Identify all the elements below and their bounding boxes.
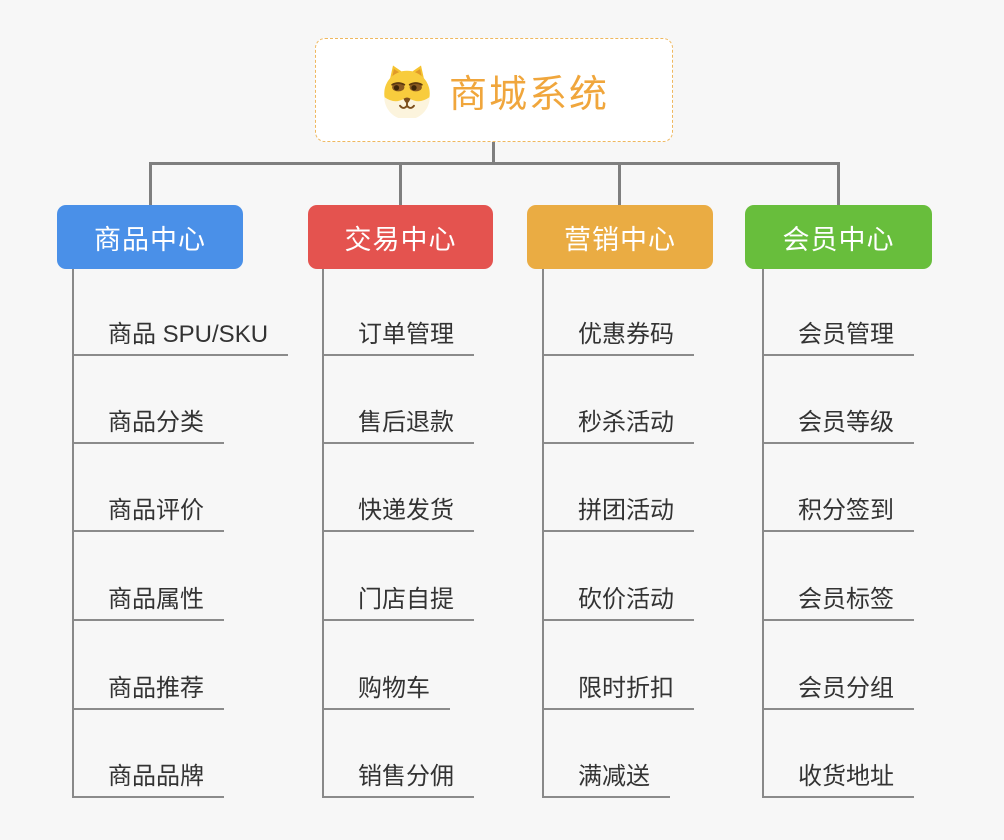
- connector-horizontal-spine: [149, 162, 840, 165]
- connector-stub-member-center: [837, 162, 840, 205]
- branch-label: 会员中心: [782, 224, 895, 255]
- leaf-node[interactable]: 售后退款: [324, 406, 474, 444]
- leaf-node[interactable]: 商品分类: [74, 406, 224, 444]
- connector-stub-product-center: [149, 162, 152, 205]
- branch-node-trade-center[interactable]: 交易中心: [308, 205, 493, 269]
- leaf-node[interactable]: 商品品牌: [74, 760, 224, 798]
- branch-children-trade-center: 订单管理 售后退款 快递发货 门店自提 购物车 销售分佣: [322, 269, 574, 798]
- leaf-node[interactable]: 会员管理: [764, 318, 914, 356]
- leaf-node[interactable]: 商品推荐: [74, 672, 224, 710]
- root-node[interactable]: 商城系统: [315, 38, 673, 142]
- branch-node-product-center[interactable]: 商品中心: [57, 205, 243, 269]
- leaf-node[interactable]: 订单管理: [324, 318, 474, 356]
- branch-children-product-center: 商品 SPU/SKU 商品分类 商品评价 商品属性 商品推荐 商品品牌: [72, 269, 324, 798]
- branch-node-member-center[interactable]: 会员中心: [745, 205, 932, 269]
- leaf-node[interactable]: 销售分佣: [324, 760, 474, 798]
- leaf-node[interactable]: 商品 SPU/SKU: [74, 318, 289, 356]
- connector-stub-trade-center: [399, 162, 402, 205]
- leaf-node[interactable]: 限时折扣: [544, 672, 694, 710]
- leaf-node[interactable]: 会员等级: [764, 406, 914, 444]
- branch-node-marketing-center[interactable]: 营销中心: [527, 205, 713, 269]
- branch-children-marketing-center: 优惠券码 秒杀活动 拼团活动 砍价活动 限时折扣 满减送: [542, 269, 794, 798]
- leaf-node[interactable]: 会员标签: [764, 583, 914, 621]
- leaf-node[interactable]: 快递发货: [324, 494, 474, 532]
- leaf-node[interactable]: 商品评价: [74, 494, 224, 532]
- leaf-node[interactable]: 商品属性: [74, 583, 224, 621]
- leaf-node[interactable]: 收货地址: [764, 760, 914, 798]
- leaf-node[interactable]: 门店自提: [324, 583, 474, 621]
- branch-label: 交易中心: [344, 224, 457, 255]
- root-title: 商城系统: [448, 73, 609, 116]
- branch-children-member-center: 会员管理 会员等级 积分签到 会员标签 会员分组 收货地址: [762, 269, 1004, 798]
- dog-face-icon: [379, 62, 435, 120]
- leaf-node[interactable]: 购物车: [324, 672, 450, 710]
- leaf-node[interactable]: 会员分组: [764, 672, 914, 710]
- leaf-node[interactable]: 秒杀活动: [544, 406, 694, 444]
- leaf-node[interactable]: 积分签到: [764, 494, 914, 532]
- leaf-node[interactable]: 拼团活动: [544, 494, 694, 532]
- leaf-node[interactable]: 满减送: [544, 760, 670, 798]
- connector-stub-marketing-center: [618, 162, 621, 205]
- branch-label: 营销中心: [564, 224, 676, 255]
- leaf-node[interactable]: 砍价活动: [544, 583, 694, 621]
- leaf-node[interactable]: 优惠券码: [544, 318, 694, 356]
- connector-root-drop: [492, 142, 495, 164]
- branch-label: 商品中心: [94, 224, 206, 255]
